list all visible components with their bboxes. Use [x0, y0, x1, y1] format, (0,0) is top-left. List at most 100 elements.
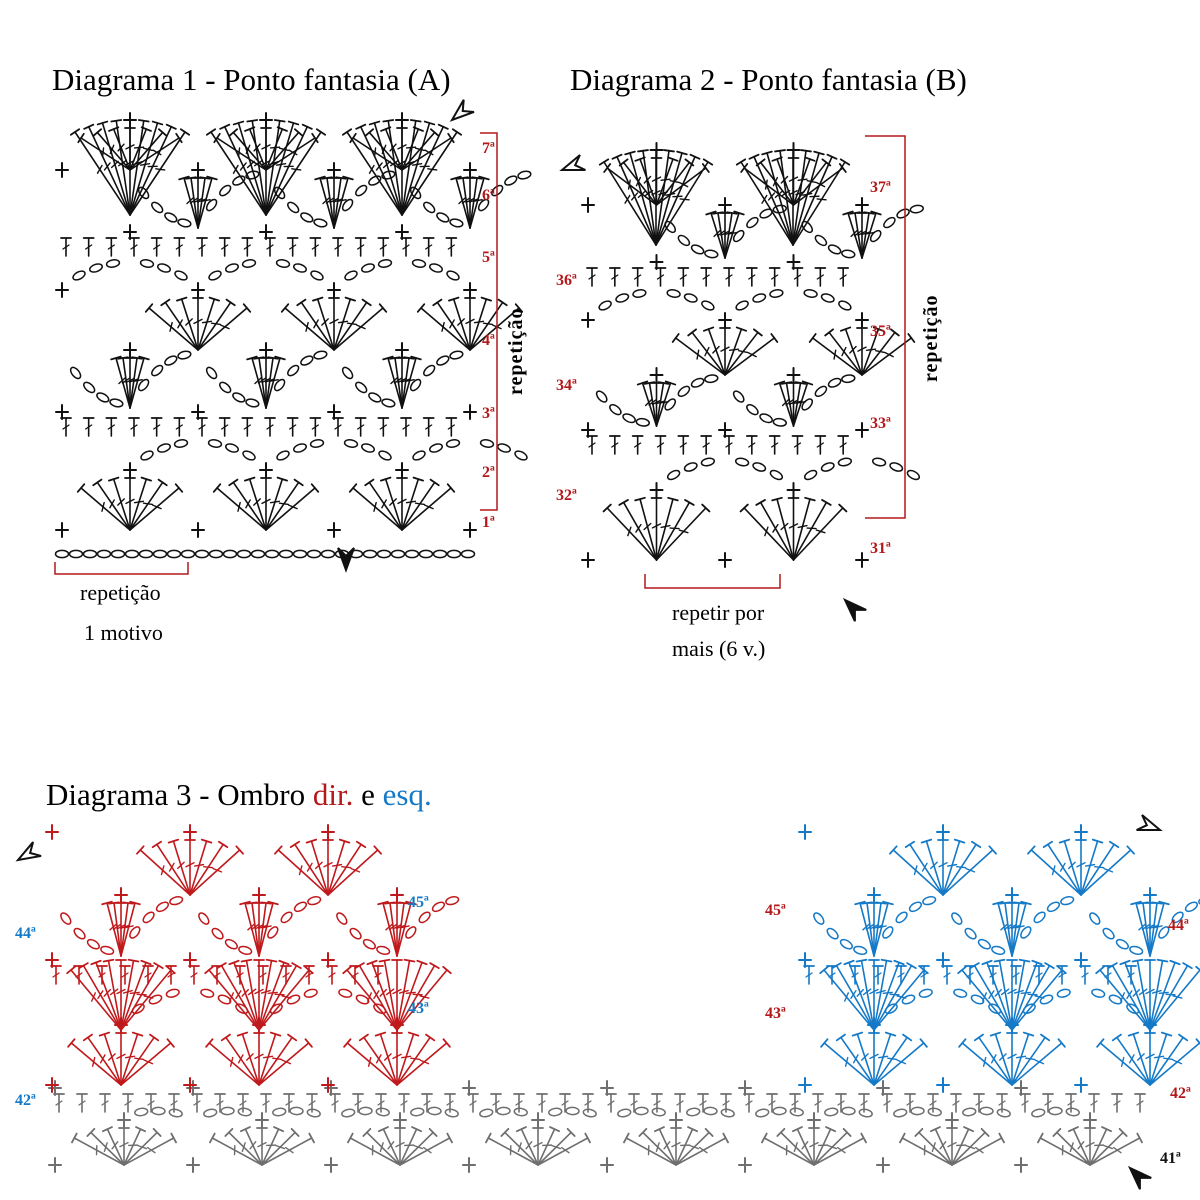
- chain-symbol: [293, 443, 307, 453]
- chain-symbol: [1108, 994, 1123, 1005]
- double-crochet-symbol: [120, 959, 152, 1031]
- chain-symbol: [445, 439, 461, 448]
- fan-symbol: [808, 326, 916, 376]
- double-crochet-symbol: [265, 355, 286, 409]
- double-crochet-symbol: [675, 1127, 714, 1166]
- double-crochet-symbol: [904, 840, 944, 896]
- double-crochet-symbol: [1011, 900, 1032, 957]
- chain-symbol: [841, 249, 856, 259]
- double-crochet-symbol: [1131, 958, 1151, 1031]
- chain-symbol: [409, 378, 422, 392]
- single-crochet-symbol: [738, 1157, 752, 1173]
- double-crochet-symbol: [333, 303, 388, 351]
- double-crochet-symbol: [401, 476, 424, 531]
- single-crochet-symbol: [327, 162, 341, 178]
- single-crochet-symbol: [1074, 824, 1088, 840]
- double-crochet-symbol: [700, 267, 713, 287]
- fan-symbol: [67, 1031, 175, 1086]
- single-crochet-symbol: [462, 1080, 476, 1096]
- double-crochet-symbol: [312, 296, 335, 351]
- fan-symbol: [274, 838, 382, 896]
- double-crochet-symbol: [332, 417, 344, 437]
- single-crochet-symbol: [259, 462, 273, 478]
- single-crochet-symbol: [324, 1157, 338, 1173]
- double-crochet-symbol: [374, 1031, 398, 1086]
- double-crochet-symbol: [1148, 901, 1163, 957]
- chain-symbol: [1060, 896, 1075, 906]
- chain-symbol: [306, 1108, 321, 1118]
- double-crochet-symbol: [873, 958, 893, 1031]
- chain-symbol: [677, 234, 691, 247]
- double-crochet-symbol: [196, 237, 208, 257]
- double-crochet-symbol: [219, 123, 267, 216]
- double-crochet-symbol: [258, 1033, 298, 1086]
- double-crochet-symbol: [774, 149, 794, 246]
- chain-symbol: [177, 218, 192, 228]
- double-crochet-symbol: [399, 1126, 423, 1166]
- double-crochet-symbol: [102, 1126, 125, 1166]
- double-crochet-symbol: [401, 355, 422, 409]
- chain-symbol: [378, 450, 392, 461]
- chain-symbol: [86, 938, 101, 950]
- double-crochet-symbol: [873, 965, 929, 1031]
- chain-symbol: [686, 1107, 701, 1117]
- double-crochet-symbol: [241, 417, 254, 437]
- single-crochet-symbol: [463, 282, 477, 298]
- double-crochet-symbol: [634, 496, 658, 561]
- double-crochet-symbol: [401, 123, 449, 216]
- double-crochet-symbol: [831, 962, 875, 1031]
- direction-arrow-icon: [15, 841, 42, 862]
- direction-arrow-icon: [1136, 814, 1163, 832]
- chain-symbol: [138, 549, 154, 559]
- double-crochet-symbol: [258, 1031, 282, 1086]
- fan-symbol: [69, 119, 191, 216]
- double-crochet-symbol: [264, 417, 276, 437]
- chain-symbol: [164, 355, 178, 366]
- chain-symbol: [582, 1108, 597, 1118]
- double-crochet-symbol: [327, 845, 382, 896]
- chain-symbol: [245, 170, 260, 180]
- chain-symbol: [338, 988, 353, 998]
- double-crochet-symbol: [260, 1093, 272, 1113]
- double-crochet-symbol: [748, 153, 794, 246]
- double-crochet-symbol: [856, 327, 868, 376]
- chain-symbol: [666, 469, 681, 481]
- chain-symbol: [1039, 994, 1054, 1005]
- chain-symbol: [1022, 1003, 1036, 1015]
- chain-symbol: [979, 1106, 994, 1116]
- chain-symbol: [677, 385, 691, 398]
- chain-symbol: [479, 1108, 494, 1118]
- chain-symbol: [289, 1106, 304, 1116]
- single-crochet-symbol: [581, 312, 595, 328]
- fan-symbol: [819, 958, 929, 1031]
- diagram1-motif-label-1: repetição: [80, 580, 161, 605]
- double-crochet-symbol: [240, 958, 260, 1031]
- double-crochet-symbol: [868, 959, 880, 1031]
- chain-symbol: [595, 390, 608, 403]
- single-crochet-symbol: [186, 1157, 200, 1173]
- row-label: 34ª: [556, 377, 577, 394]
- double-crochet-symbol: [889, 845, 944, 896]
- chain-symbol: [615, 293, 630, 303]
- double-crochet-symbol: [702, 326, 726, 376]
- single-crochet-symbol: [45, 824, 59, 840]
- chain-symbol: [208, 549, 224, 559]
- chain-symbol: [336, 912, 348, 925]
- double-crochet-symbol: [768, 435, 781, 455]
- double-crochet-symbol: [124, 119, 136, 216]
- double-crochet-symbol: [1149, 958, 1169, 1031]
- double-crochet-symbol: [745, 267, 758, 287]
- chain-symbol: [313, 350, 328, 360]
- chain-symbol: [264, 549, 280, 559]
- chain-symbol: [313, 218, 328, 228]
- single-crochet-symbol: [867, 887, 881, 903]
- chain-symbol: [1198, 896, 1200, 906]
- double-crochet-symbol: [624, 150, 657, 246]
- double-crochet-symbol: [189, 845, 244, 896]
- double-crochet-symbol: [855, 958, 875, 1031]
- double-crochet-symbol: [261, 1132, 315, 1166]
- fan-symbol: [623, 1126, 729, 1166]
- double-crochet-symbol: [951, 1127, 990, 1166]
- double-crochet-symbol: [655, 149, 675, 246]
- double-crochet-symbol: [598, 158, 657, 246]
